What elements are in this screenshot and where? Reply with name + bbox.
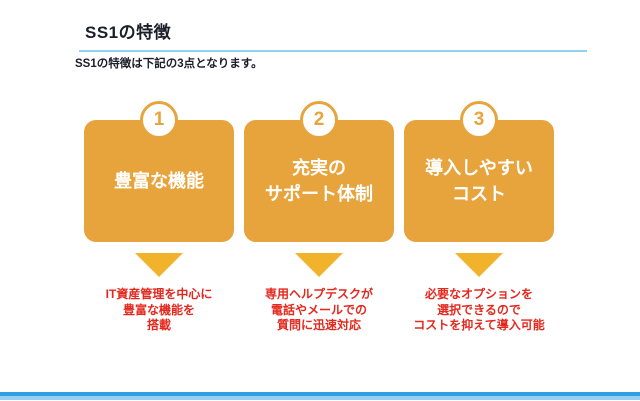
- feature-card: 充実の サポート体制: [244, 120, 394, 242]
- page-header: SS1の特徴: [79, 22, 587, 52]
- number-badge: 1: [140, 101, 178, 139]
- footer-accent-bar: [0, 392, 640, 400]
- feature-card-title: 豊富な機能: [114, 171, 204, 191]
- down-arrow-icon: [295, 253, 343, 277]
- feature-columns: 1 豊富な機能 IT資産管理を中心に 豊富な機能を 搭載 2 充実の サポート体…: [84, 101, 554, 334]
- page-title: SS1の特徴: [85, 23, 172, 42]
- number-badge-label: 3: [473, 109, 485, 130]
- feature-column-1: 1 豊富な機能 IT資産管理を中心に 豊富な機能を 搭載: [84, 101, 234, 334]
- page-subtitle: SS1の特徴は下記の3点となります。: [75, 58, 263, 70]
- down-arrow-icon: [135, 253, 183, 277]
- feature-column-3: 3 導入しやすい コスト 必要なオプションを 選択できるので コストを抑えて導入…: [404, 101, 554, 334]
- feature-description: 専用ヘルプデスクが 電話やメールでの 質問に迅速対応: [264, 287, 373, 332]
- feature-description: IT資産管理を中心に 豊富な機能を 搭載: [105, 287, 213, 332]
- number-badge: 3: [460, 101, 498, 139]
- feature-card-title: 導入しやすい コスト: [425, 158, 533, 204]
- number-badge: 2: [300, 101, 338, 139]
- down-arrow-icon: [455, 253, 503, 277]
- footer-stripe-dark: [0, 392, 640, 396]
- feature-card-title: 充実の サポート体制: [265, 158, 373, 204]
- footer-stripe-light: [0, 396, 640, 400]
- number-badge-label: 2: [313, 109, 325, 130]
- feature-description: 必要なオプションを 選択できるので コストを抑えて導入可能: [413, 287, 545, 332]
- feature-card: 導入しやすい コスト: [404, 120, 554, 242]
- feature-column-2: 2 充実の サポート体制 専用ヘルプデスクが 電話やメールでの 質問に迅速対応: [244, 101, 394, 334]
- number-badge-label: 1: [153, 109, 165, 130]
- feature-card: 豊富な機能: [84, 120, 234, 242]
